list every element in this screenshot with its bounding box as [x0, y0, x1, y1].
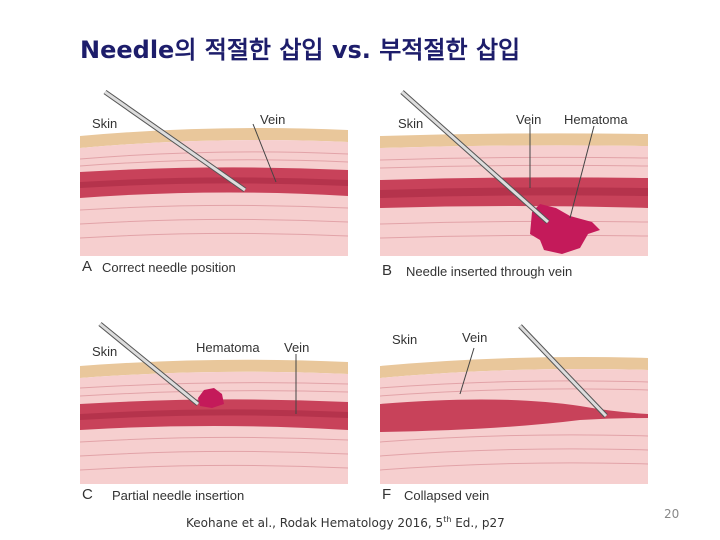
panel-b-vein-label: Vein [516, 112, 542, 127]
panel-c-hematoma-label: Hematoma [196, 340, 260, 355]
panel-f-illustration [380, 318, 648, 498]
panel-f-skin-label: Skin [392, 332, 418, 347]
panel-b: Skin Vein Hematoma B Needle inserted thr… [380, 84, 648, 279]
panel-a: Skin Vein A Correct needle position [80, 84, 348, 275]
panel-f: Skin Vein F Collapsed vein [380, 318, 648, 503]
panel-a-vein-label: Vein [260, 112, 286, 127]
panel-c-skin-label: Skin [92, 344, 118, 359]
citation-tail: Ed., p27 [451, 516, 505, 530]
panel-a-illustration [80, 84, 348, 264]
panel-c-illustration [80, 318, 348, 498]
panel-c-vein-label: Vein [284, 340, 310, 355]
panel-f-letter: F [382, 486, 392, 503]
panel-b-hematoma-label: Hematoma [564, 112, 628, 127]
citation-main: Keohane et al., Rodak Hematology 2016, 5 [186, 516, 444, 530]
citation: Keohane et al., Rodak Hematology 2016, 5… [186, 515, 505, 530]
panel-c-letter: C [82, 486, 93, 503]
panel-c-caption: Partial needle insertion [112, 488, 245, 503]
panel-a-caption: Correct needle position [102, 260, 236, 275]
citation-superscript: th [443, 515, 452, 524]
panel-b-skin-label: Skin [398, 116, 424, 131]
panel-b-illustration [380, 84, 648, 264]
panel-b-letter: B [382, 262, 393, 279]
panel-c: Skin Hematoma Vein C Partial needle inse… [80, 318, 348, 503]
slide-title: Needle의 적절한 삽입 vs. 부적절한 삽입 [80, 36, 521, 64]
panel-a-skin-label: Skin [92, 116, 118, 131]
panel-a-letter: A [82, 258, 93, 275]
panel-f-vein-label: Vein [462, 330, 488, 345]
page-number: 20 [664, 507, 680, 521]
panel-f-caption: Collapsed vein [404, 488, 490, 503]
panel-b-caption: Needle inserted through vein [406, 264, 573, 279]
